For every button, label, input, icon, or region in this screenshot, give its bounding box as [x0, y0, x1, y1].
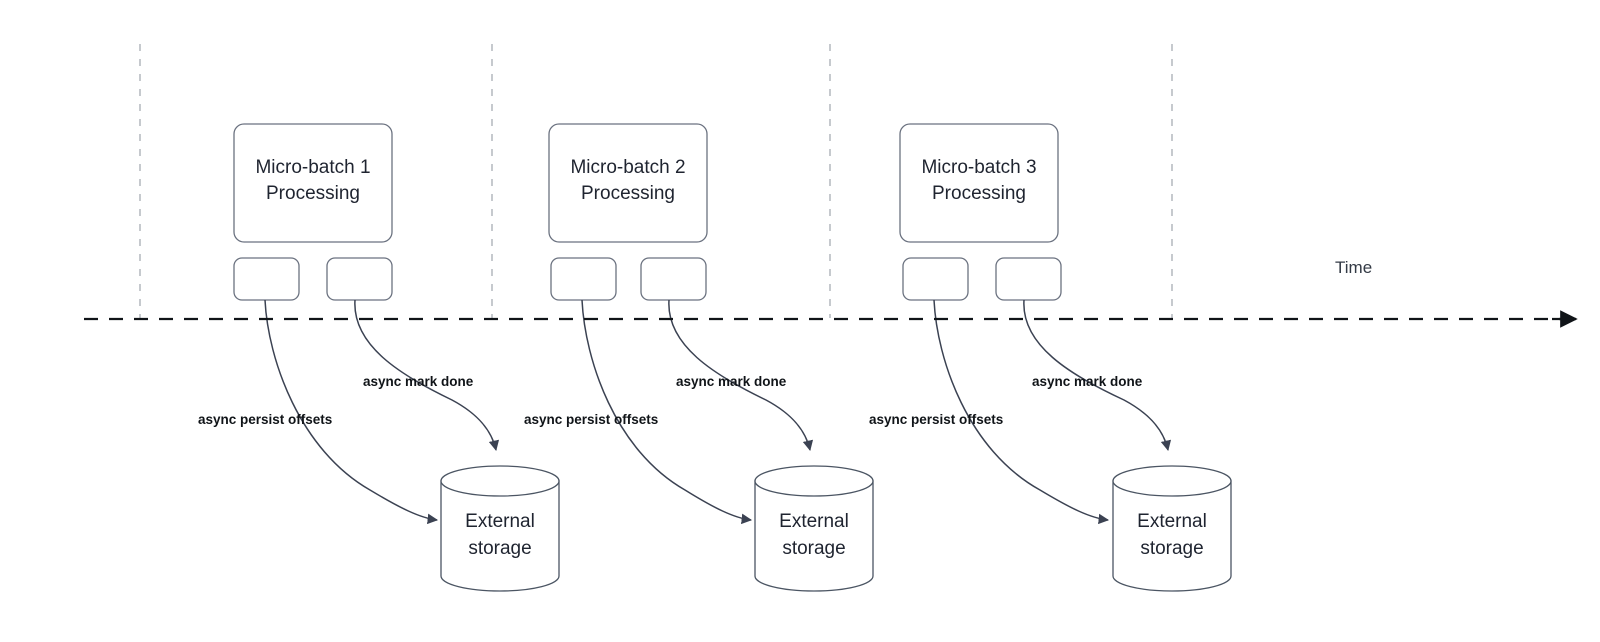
micro-batch-box-3[interactable] [899, 123, 1059, 243]
micro-batch-box-3-line2: Processing [932, 183, 1026, 204]
task-box-2a[interactable] [550, 257, 617, 301]
boundary-lines [139, 44, 1173, 318]
edge-label-mark-done-3: async mark done [1032, 374, 1143, 389]
edge-mark-done-1 [354, 299, 500, 452]
micro-batch-box-2-line2: Processing [581, 183, 675, 204]
edge-label-persist-offsets-3: async persist offsets [869, 412, 1003, 427]
cylinder-top-2 [754, 465, 874, 497]
external-storage-cylinder-2[interactable]: External storage [754, 465, 874, 592]
edge-label-mark-done-2: async mark done [676, 374, 787, 389]
cylinder-body-3 [1112, 480, 1232, 592]
micro-batch-group-2: Micro-batch 2 Processing async persist o… [524, 123, 874, 592]
time-axis-label: Time [1335, 258, 1372, 277]
task-box-1b[interactable] [326, 257, 393, 301]
micro-batch-box-1-line2: Processing [266, 183, 360, 204]
edge-mark-done-3 [1023, 299, 1172, 452]
external-storage-label-1-line2: storage [468, 538, 531, 559]
external-storage-label-1-line1: External [465, 511, 535, 532]
cylinder-body-1 [440, 480, 560, 592]
micro-batch-box-1[interactable] [233, 123, 393, 243]
task-box-3b[interactable] [995, 257, 1062, 301]
micro-batch-box-1-line1: Micro-batch 1 [255, 157, 370, 178]
micro-batch-group-1: Micro-batch 1 Processing async persist o… [198, 123, 560, 592]
external-storage-label-2-line1: External [779, 511, 849, 532]
micro-batch-box-2-line1: Micro-batch 2 [570, 157, 685, 178]
micro-batch-group-3: Micro-batch 3 Processing async persist o… [869, 123, 1232, 592]
cylinder-top-1 [440, 465, 560, 497]
external-storage-label-2-line2: storage [782, 538, 845, 559]
task-box-2b[interactable] [640, 257, 707, 301]
edge-label-mark-done-1: async mark done [363, 374, 474, 389]
edge-persist-offsets-3 [933, 299, 1110, 525]
edge-mark-done-2 [668, 299, 814, 452]
edge-persist-offsets-1 [264, 299, 439, 525]
micro-batch-box-2[interactable] [548, 123, 708, 243]
edge-label-persist-offsets-2: async persist offsets [524, 412, 658, 427]
time-axis: Time [84, 258, 1578, 328]
micro-batch-box-3-line1: Micro-batch 3 [921, 157, 1036, 178]
task-box-1a[interactable] [233, 257, 300, 301]
edge-label-persist-offsets-1: async persist offsets [198, 412, 332, 427]
cylinder-top-3 [1112, 465, 1232, 497]
edge-persist-offsets-2 [581, 299, 753, 525]
external-storage-label-3-line1: External [1137, 511, 1207, 532]
external-storage-cylinder-3[interactable]: External storage [1112, 465, 1232, 592]
cylinder-body-2 [754, 480, 874, 592]
task-box-3a[interactable] [902, 257, 969, 301]
external-storage-cylinder-1[interactable]: External storage [440, 465, 560, 592]
external-storage-label-3-line2: storage [1140, 538, 1203, 559]
